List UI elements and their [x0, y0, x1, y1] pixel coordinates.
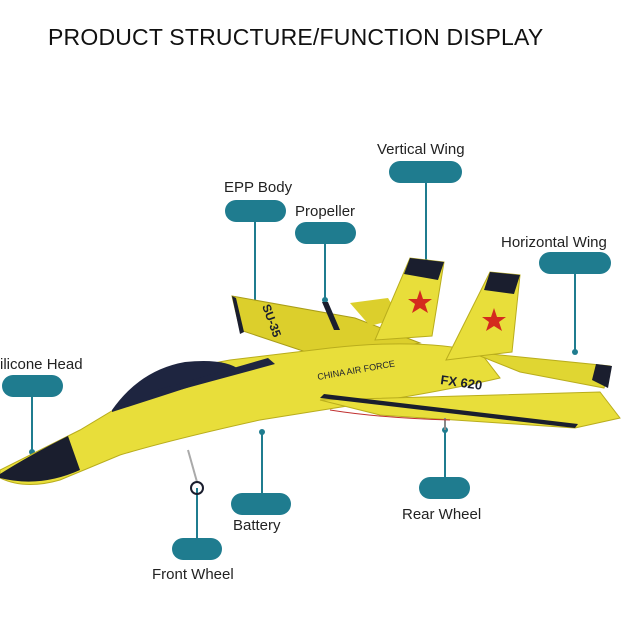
- vertical-wing-pill: [389, 161, 462, 183]
- silicone-head-label: ilicone Head: [0, 356, 83, 373]
- propeller-dot: [322, 297, 328, 303]
- rear-wheel-pill: [419, 477, 470, 499]
- page-title: PRODUCT STRUCTURE/FUNCTION DISPLAY: [48, 24, 544, 50]
- horizontal-wing-pill: [539, 252, 611, 274]
- battery-label: Battery: [233, 517, 281, 534]
- model-marking: FX 620: [440, 372, 484, 393]
- vertical-wing-label: Vertical Wing: [377, 141, 465, 158]
- horizontal-wing-label: Horizontal Wing: [501, 234, 607, 251]
- horizontal-stabilizer: [469, 351, 611, 389]
- rear-wheel-label: Rear Wheel: [402, 506, 482, 523]
- epp-body-label: EPP Body: [224, 179, 293, 196]
- near-wing: [319, 391, 621, 429]
- nose-cone: [0, 436, 80, 482]
- propeller-pill: [295, 222, 356, 244]
- silicone-head-pill: [2, 375, 63, 397]
- battery-pill: [231, 493, 291, 515]
- front-gear-strut: [187, 449, 198, 483]
- propeller-shape: [322, 302, 340, 330]
- epp-body-pill: [225, 200, 286, 222]
- front-wheel-pill: [172, 538, 222, 560]
- battery-dot: [259, 429, 265, 435]
- horizontal-wing-dot: [572, 349, 578, 355]
- front-wheel: [190, 481, 204, 495]
- propeller-label: Propeller: [295, 203, 356, 220]
- star-left: [408, 290, 432, 313]
- star-right: [482, 308, 506, 331]
- front-wheel-label: Front Wheel: [152, 566, 234, 583]
